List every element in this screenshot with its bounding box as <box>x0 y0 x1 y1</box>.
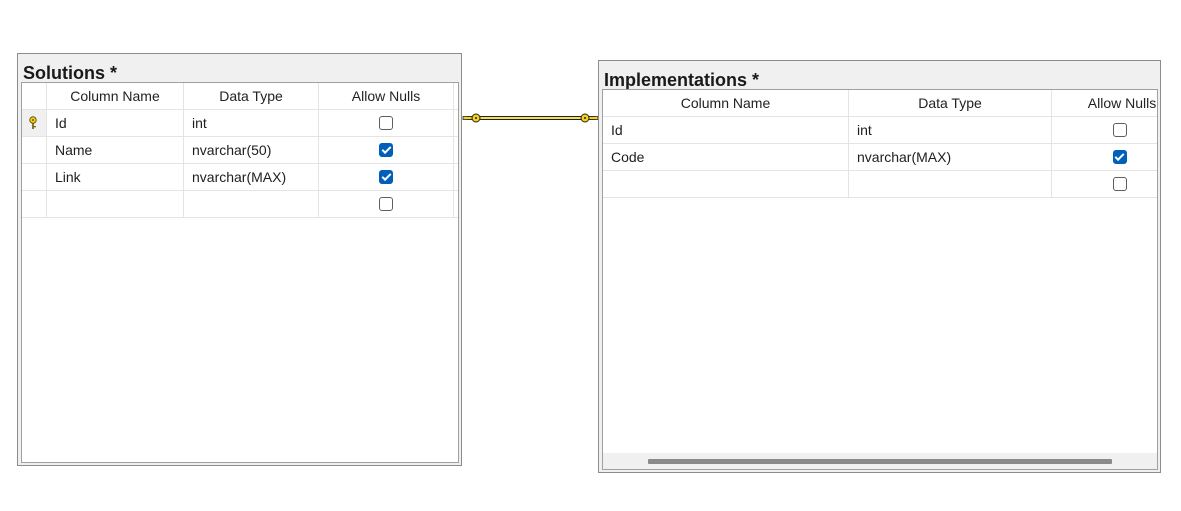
allow-nulls-cell[interactable] <box>1052 117 1157 143</box>
solutions-grid: Column Name Data Type Allow Nulls Id int… <box>21 82 459 463</box>
column-name-header[interactable]: Column Name <box>47 83 184 109</box>
allow-nulls-cell[interactable] <box>1052 171 1157 197</box>
allow-nulls-cell[interactable] <box>319 110 454 136</box>
column-name-cell[interactable] <box>47 191 184 217</box>
data-type-cell[interactable]: nvarchar(MAX) <box>184 164 319 190</box>
column-name-cell[interactable]: Code <box>603 144 849 170</box>
allow-nulls-header[interactable]: Allow Nulls <box>1087 95 1157 111</box>
table-row[interactable]: Name nvarchar(50) <box>22 137 458 164</box>
allow-nulls-cell[interactable] <box>1052 144 1157 170</box>
implementations-title: Implementations * <box>604 70 760 90</box>
column-name-cell[interactable]: Id <box>47 110 184 136</box>
solutions-title: Solutions * <box>23 63 117 83</box>
implementations-grid: Column Name Data Type Allow Nulls Id int… <box>602 89 1158 470</box>
row-selector[interactable] <box>22 191 47 217</box>
row-selector[interactable] <box>22 110 47 136</box>
allow-nulls-checkbox[interactable] <box>379 170 393 184</box>
allow-nulls-cell[interactable] <box>319 164 454 190</box>
table-row-new[interactable] <box>22 191 458 218</box>
table-row[interactable]: Id int <box>22 110 458 137</box>
allow-nulls-checkbox[interactable] <box>379 143 393 157</box>
solutions-header-row: Column Name Data Type Allow Nulls <box>22 83 458 110</box>
horizontal-scrollbar[interactable] <box>603 453 1157 469</box>
data-type-header[interactable]: Data Type <box>184 83 319 109</box>
data-type-cell[interactable] <box>184 191 319 217</box>
table-row[interactable]: Link nvarchar(MAX) <box>22 164 458 191</box>
row-selector-header <box>22 83 47 109</box>
relationship-line[interactable] <box>461 108 601 128</box>
data-type-cell[interactable]: int <box>849 117 1052 143</box>
allow-nulls-checkbox[interactable] <box>1112 150 1127 164</box>
table-row[interactable]: Id int <box>603 117 1157 144</box>
key-connector-icon <box>462 113 599 123</box>
row-selector[interactable] <box>22 164 47 190</box>
data-type-header[interactable]: Data Type <box>849 90 1052 116</box>
allow-nulls-checkbox[interactable] <box>1112 177 1127 191</box>
table-row[interactable]: Code nvarchar(MAX) <box>603 144 1157 171</box>
data-type-cell[interactable]: nvarchar(50) <box>184 137 319 163</box>
data-type-cell[interactable]: nvarchar(MAX) <box>849 144 1052 170</box>
data-type-cell[interactable]: int <box>184 110 319 136</box>
allow-nulls-checkbox[interactable] <box>379 197 393 211</box>
scrollbar-thumb[interactable] <box>648 459 1112 464</box>
allow-nulls-cell[interactable] <box>319 137 454 163</box>
column-name-cell[interactable]: Name <box>47 137 184 163</box>
allow-nulls-checkbox[interactable] <box>379 116 393 130</box>
implementations-table[interactable]: Implementations * Column Name Data Type … <box>598 60 1161 473</box>
allow-nulls-cell[interactable] <box>319 191 454 217</box>
column-name-cell[interactable]: Link <box>47 164 184 190</box>
allow-nulls-checkbox[interactable] <box>1112 123 1127 137</box>
column-name-header[interactable]: Column Name <box>603 90 849 116</box>
data-type-cell[interactable] <box>849 171 1052 197</box>
implementations-header-row: Column Name Data Type Allow Nulls <box>603 90 1157 117</box>
table-row-new[interactable] <box>603 171 1157 198</box>
solutions-table[interactable]: Solutions * Column Name Data Type Allow … <box>17 53 462 466</box>
column-name-cell[interactable]: Id <box>603 117 849 143</box>
row-selector[interactable] <box>22 137 47 163</box>
primary-key-icon <box>29 116 37 129</box>
allow-nulls-header[interactable]: Allow Nulls <box>319 83 454 109</box>
column-name-cell[interactable] <box>603 171 849 197</box>
